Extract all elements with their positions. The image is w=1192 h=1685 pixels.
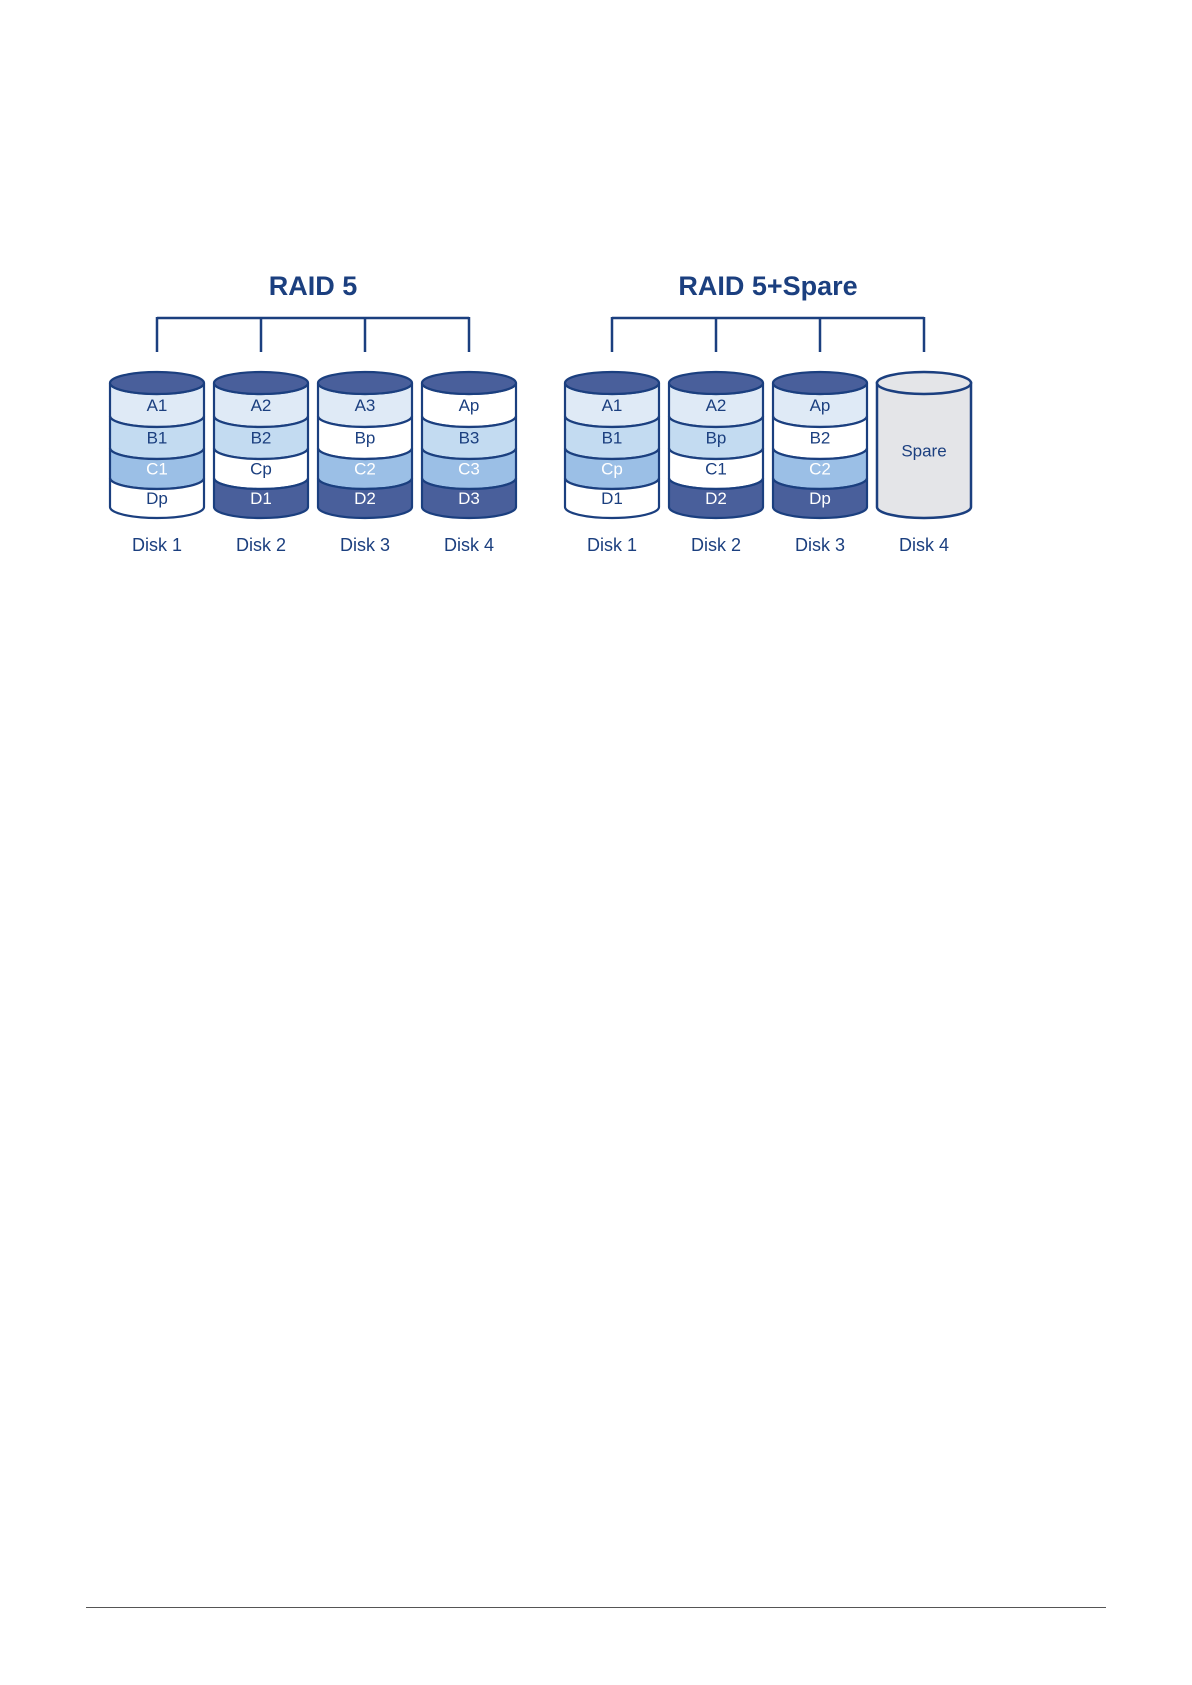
segment-label: A1: [602, 396, 623, 415]
disk-label: Disk 3: [795, 535, 845, 555]
segment-label: C2: [354, 460, 376, 479]
segment-label: C3: [458, 460, 480, 479]
segment-label: D2: [354, 489, 376, 508]
disk-label: Disk 2: [236, 535, 286, 555]
disk-label: Disk 3: [340, 535, 390, 555]
disk-top-cap: [110, 372, 204, 394]
segment-label: D1: [601, 489, 623, 508]
disk-top-cap: [318, 372, 412, 394]
segment-label: Cp: [250, 460, 272, 479]
segment-label: B1: [147, 429, 168, 448]
segment-label: C1: [146, 460, 168, 479]
segment-label: A2: [251, 396, 272, 415]
footer-rule: [86, 1607, 1106, 1608]
group-title: RAID 5: [269, 271, 358, 301]
segment-label: Dp: [146, 489, 168, 508]
segment-label: B3: [459, 429, 480, 448]
segment-label: B2: [251, 429, 272, 448]
segment-label: C1: [705, 460, 727, 479]
disk-top-cap: [669, 372, 763, 394]
segment-label: A3: [355, 396, 376, 415]
disk-label: Disk 1: [132, 535, 182, 555]
disk-top-cap: [422, 372, 516, 394]
disk-label: Disk 4: [899, 535, 949, 555]
group-title: RAID 5+Spare: [678, 271, 857, 301]
segment-label: Bp: [355, 429, 376, 448]
segment-label: D2: [705, 489, 727, 508]
segment-label: D1: [250, 489, 272, 508]
segment-label: B2: [810, 429, 831, 448]
spare-disk-top: [877, 372, 971, 394]
segment-label: Ap: [810, 396, 831, 415]
disk-top-cap: [565, 372, 659, 394]
disk-label: Disk 1: [587, 535, 637, 555]
spare-label: Spare: [901, 442, 946, 461]
disk-top-cap: [773, 372, 867, 394]
disk-label: Disk 4: [444, 535, 494, 555]
segment-label: Dp: [809, 489, 831, 508]
disk-top-cap: [214, 372, 308, 394]
disk-label: Disk 2: [691, 535, 741, 555]
segment-label: B1: [602, 429, 623, 448]
segment-label: Ap: [459, 396, 480, 415]
segment-label: Bp: [706, 429, 727, 448]
segment-label: A1: [147, 396, 168, 415]
segment-label: A2: [706, 396, 727, 415]
segment-label: C2: [809, 460, 831, 479]
segment-label: Cp: [601, 460, 623, 479]
segment-label: D3: [458, 489, 480, 508]
